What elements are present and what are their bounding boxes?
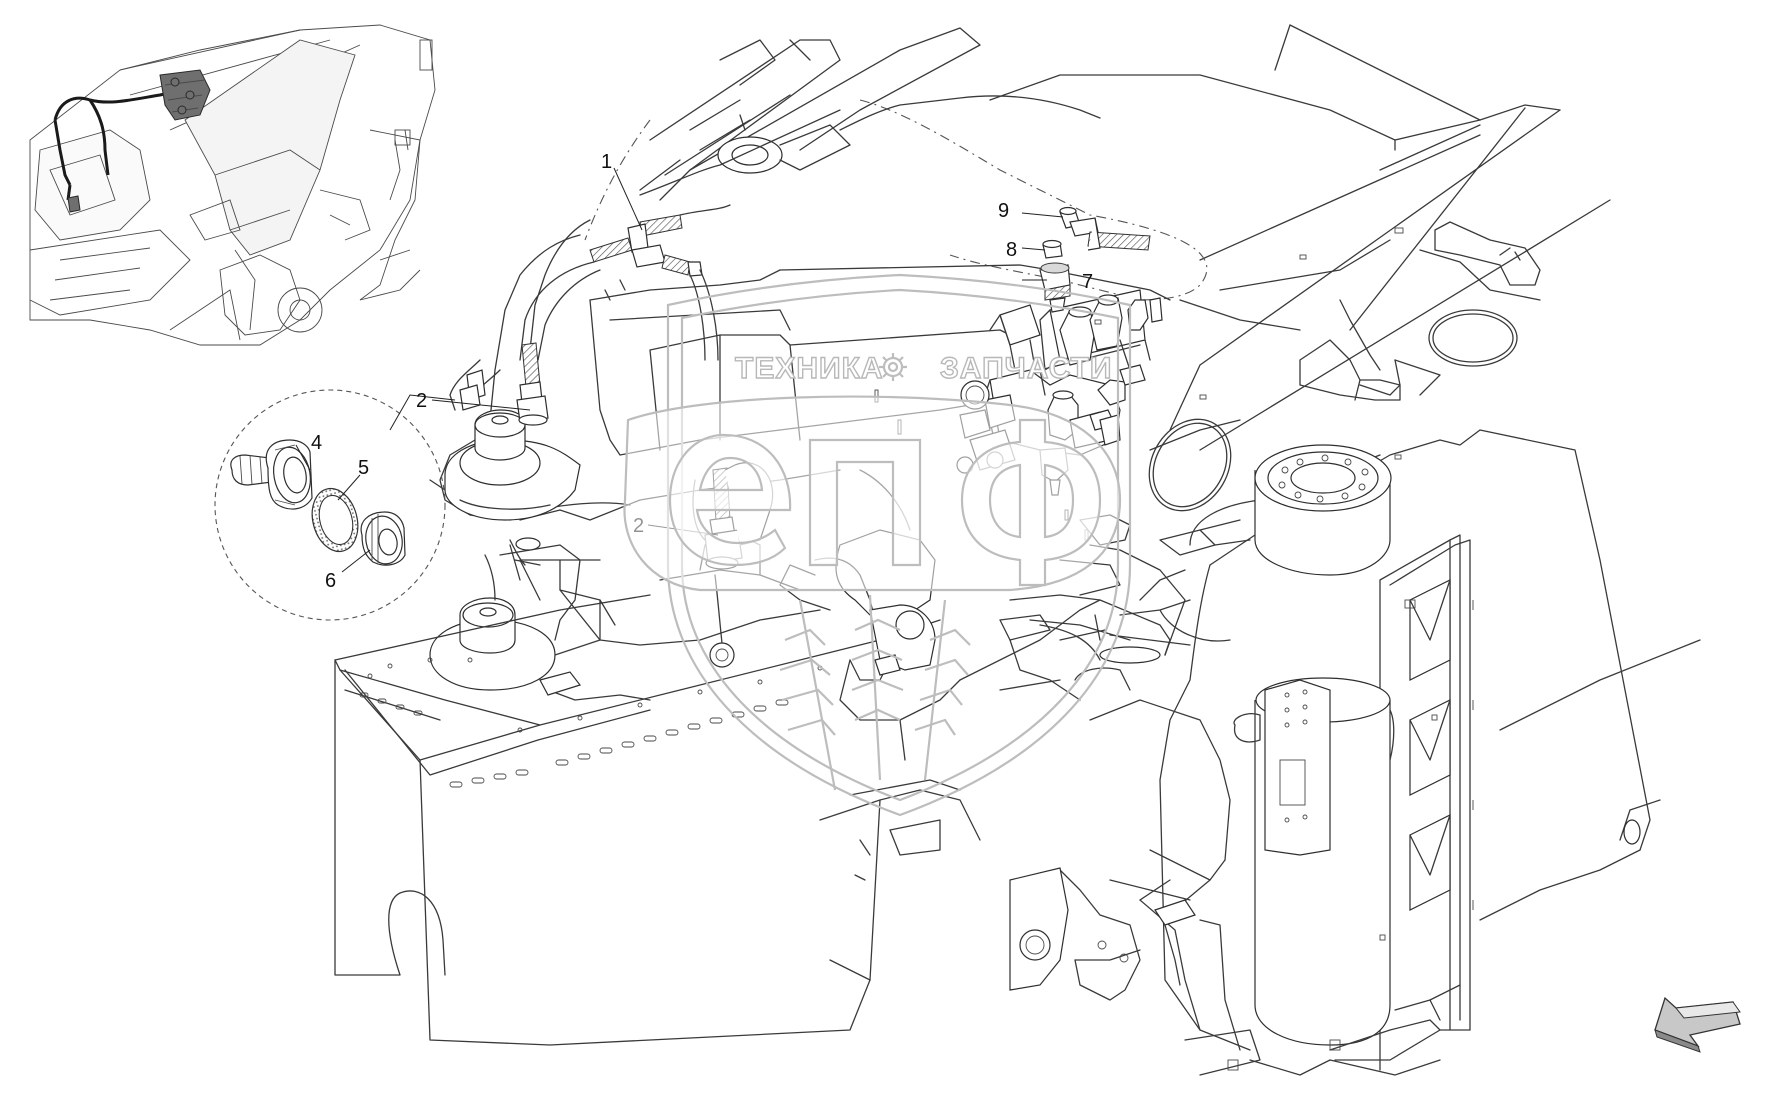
- part-8: [1042, 239, 1063, 259]
- watermark-text-right: ЗАПЧАСТИ: [940, 352, 1112, 385]
- logo-letters: [668, 418, 1102, 587]
- part-5: [311, 487, 359, 553]
- callout-8: 8: [1006, 239, 1017, 261]
- callout-1: 1: [601, 151, 612, 173]
- part-1-tee: [519, 204, 731, 361]
- detail-view-circle: [214, 389, 456, 621]
- part-4: [230, 439, 313, 510]
- part-6: [360, 511, 406, 566]
- wheat-icon: [779, 594, 971, 791]
- callout-2-left: 2: [416, 390, 427, 412]
- part-9: [1059, 206, 1151, 251]
- part-7: [1039, 262, 1071, 313]
- inset-overview: [29, 24, 436, 346]
- watermark-text-left: ТЕХНИКА: [735, 352, 884, 385]
- callout-5: 5: [358, 457, 369, 479]
- callout-4: 4: [311, 432, 322, 454]
- watermark-logo: ТЕХНИКА ЗАПЧАСТИ: [623, 273, 1132, 817]
- callout-9: 9: [998, 200, 1009, 222]
- callout-7: 7: [1082, 271, 1093, 293]
- callout-6: 6: [325, 570, 336, 592]
- gear-icon: [879, 353, 907, 381]
- direction-arrow-icon: [1654, 996, 1741, 1053]
